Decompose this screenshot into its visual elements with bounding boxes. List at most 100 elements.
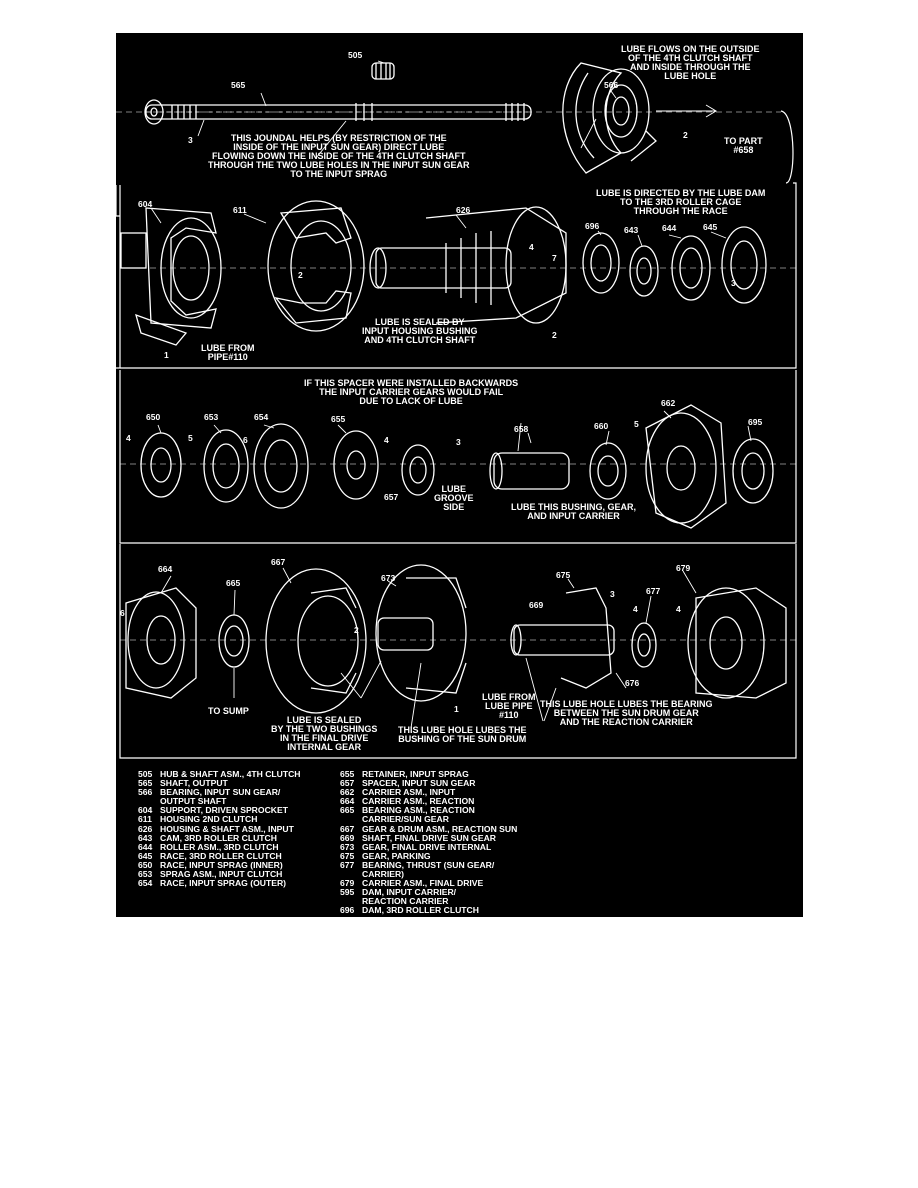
- part-label-653: 653: [204, 412, 219, 422]
- legend-part-number: 664: [340, 796, 355, 807]
- part-label-676: 676: [625, 678, 640, 688]
- legend-entry: 595 DAM, INPUT CARRIER/ REACTION CARRIER: [340, 888, 517, 906]
- legend-part-number: 677: [340, 859, 355, 870]
- sun-gear-658-carrier-662: [489, 404, 774, 529]
- legend-part-description: DAM, INPUT CARRIER/ REACTION CARRIER: [362, 887, 457, 907]
- flow-label: 3: [731, 278, 736, 288]
- legend-part-description: SPACER, INPUT SUN GEAR: [362, 778, 476, 789]
- flow-label: 5: [634, 419, 639, 429]
- sprag-group-650-655: [140, 423, 435, 509]
- final-drive-sun-shaft-669-parking-675: [510, 587, 657, 689]
- note-lube-from-pipe-110: LUBE FROM PIPE#110: [201, 343, 255, 362]
- legend-part-description: HOUSING & SHAFT ASM., INPUT: [160, 823, 294, 834]
- hub-shaft-505: [371, 62, 395, 80]
- note-lube-hole-bearing: THIS LUBE HOLE LUBES THE BEARING BETWEEN…: [540, 699, 713, 727]
- legend-entry: 565 SHAFT, OUTPUT: [138, 778, 301, 789]
- part-label-643: 643: [624, 225, 639, 235]
- legend-part-number: 657: [340, 778, 355, 789]
- housing-shaft-626: [369, 206, 567, 324]
- flow-label: 6: [243, 435, 248, 445]
- legend-entry: 664 CARRIER ASM., REACTION: [340, 797, 517, 806]
- leader-lines: [150, 60, 752, 729]
- legend-part-number: 654: [138, 878, 153, 889]
- part-label-658: 658: [514, 424, 529, 434]
- flow-label: 4: [126, 433, 131, 443]
- legend-part-description: BEARING, THRUST (SUN GEAR/ CARRIER): [362, 859, 495, 880]
- legend-part-description: SHAFT, OUTPUT: [160, 778, 228, 789]
- flow-label: 2: [683, 130, 688, 140]
- part-label-565: 565: [231, 80, 246, 90]
- legend-part-description: RACE, INPUT SPRAG (OUTER): [160, 878, 287, 889]
- legend-part-number: 566: [138, 787, 153, 798]
- bearing-566: [562, 62, 794, 184]
- part-label-566: 566: [604, 80, 619, 90]
- legend-part-description: ROLLER ASM., 3RD CLUTCH: [160, 841, 279, 852]
- legend-part-description: SHAFT, FINAL DRIVE SUN GEAR: [362, 832, 497, 843]
- legend-part-number: 565: [138, 778, 153, 789]
- legend-part-number: 644: [138, 841, 153, 852]
- note-to-part-658: TO PART #658: [724, 136, 763, 155]
- flow-label: 4: [529, 242, 534, 252]
- legend-part-number: 595: [340, 887, 355, 898]
- legend-part-description: GEAR & DRUM ASM., REACTION SUN: [362, 823, 518, 834]
- housing-611: [267, 200, 365, 332]
- part-label-645: 645: [703, 222, 718, 232]
- legend-part-description: CARRIER ASM., REACTION: [362, 796, 475, 807]
- legend-part-description: HUB & SHAFT ASM., 4TH CLUTCH: [160, 769, 301, 779]
- legend-part-number: 669: [340, 832, 355, 843]
- legend-part-number: 696: [340, 905, 355, 916]
- note-lube-groove-side: LUBE GROOVE SIDE: [434, 484, 474, 512]
- part-label-657: 657: [384, 492, 399, 502]
- part-label-679: 679: [676, 563, 691, 573]
- final-drive-internal-673: [375, 564, 467, 702]
- reaction-carrier-664: [125, 587, 250, 699]
- parts-legend-left: 505 HUB & SHAFT ASM., 4TH CLUTCH 565 SHAFT,…: [138, 769, 301, 888]
- flow-label: 4: [676, 604, 681, 614]
- part-label-695: 695: [748, 417, 763, 427]
- legend-part-description: SUPPORT, DRIVEN SPROCKET: [160, 805, 288, 816]
- diagram-artwork: [116, 60, 797, 759]
- note-lube-sealed-two-bushings: LUBE IS SEALED BY THE TWO BUSHINGS IN TH…: [271, 715, 378, 752]
- legend-part-description: HOUSING 2ND CLUTCH: [160, 814, 258, 825]
- race-dam-696-645: [582, 226, 767, 304]
- flow-label: 2: [354, 625, 359, 635]
- legend-part-number: 643: [138, 832, 153, 843]
- part-label-677: 677: [646, 586, 661, 596]
- exploded-transmission-diagram: 505 565 566 3 2 604 611 626 696 643 644 …: [116, 33, 803, 917]
- part-label-626: 626: [456, 205, 471, 215]
- part-label-669: 669: [529, 600, 544, 610]
- support-604: [120, 207, 222, 346]
- flow-label: 3: [610, 589, 615, 599]
- legend-part-description: RACE, 3RD ROLLER CLUTCH: [160, 850, 282, 861]
- legend-part-description: SPRAG ASM., INPUT CLUTCH: [160, 869, 283, 880]
- legend-part-number: 611: [138, 814, 152, 825]
- flow-label: 4: [384, 435, 389, 445]
- flow-label: 1: [454, 704, 459, 714]
- legend-entry: 657 SPACER, INPUT SUN GEAR: [340, 778, 517, 789]
- legend-part-description: RACE, INPUT SPRAG (INNER): [160, 859, 283, 870]
- legend-part-number: 505: [138, 769, 153, 779]
- legend-entry: 611 HOUSING 2ND CLUTCH: [138, 815, 301, 824]
- legend-entry: 669 SHAFT, FINAL DRIVE SUN GEAR: [340, 832, 517, 843]
- flow-label: 3: [456, 437, 461, 447]
- part-label-655: 655: [331, 414, 346, 424]
- part-label-664: 664: [158, 564, 173, 574]
- final-drive-carrier-679: [687, 587, 787, 699]
- legend-entry: 654 RACE, INPUT SPRAG (OUTER): [138, 879, 301, 888]
- legend-part-description: CARRIER ASM., FINAL DRIVE: [362, 878, 484, 889]
- legend-part-number: 667: [340, 823, 355, 834]
- part-label-662: 662: [661, 398, 676, 408]
- flow-label: 3: [188, 135, 193, 145]
- flow-label: 5: [188, 433, 193, 443]
- flow-label: 1: [164, 350, 169, 360]
